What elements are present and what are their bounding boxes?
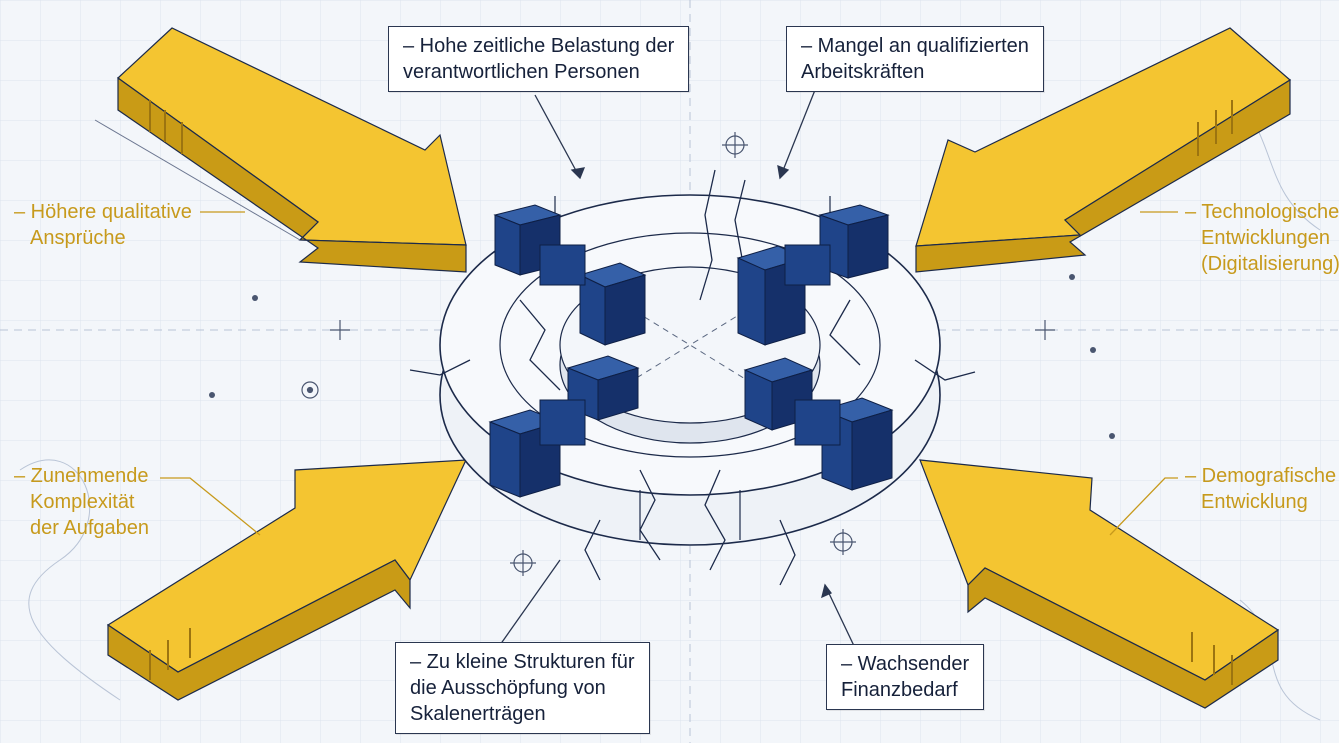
crosshair-icon <box>1035 320 1055 340</box>
label-line: – Hohe zeitliche Belastung der <box>403 35 675 57</box>
connector-lines <box>499 89 856 649</box>
label-line: – Wachsender <box>841 653 970 675</box>
block-cluster-bottom-left <box>488 355 640 498</box>
crosshair-icon <box>301 381 319 399</box>
label-line: – Technologische <box>1185 201 1339 223</box>
label-line: – Höhere qualitative <box>14 201 192 223</box>
label-line: Entwicklung <box>1201 491 1308 513</box>
label-line: – Mangel an qualifizierten <box>801 35 1029 57</box>
arrow-top-right <box>915 27 1292 273</box>
gold-connector-lines <box>160 211 1178 536</box>
label-line: Entwicklungen <box>1201 227 1330 249</box>
label-right-bottom: – Demografische Entwicklung <box>1185 463 1336 515</box>
block-cluster-top-left <box>493 204 647 346</box>
label-line: Komplexität <box>30 491 135 513</box>
crosshair-icon <box>830 529 856 555</box>
label-line: – Demografische <box>1185 465 1337 487</box>
label-box-top-center: – Hohe zeitliche Belastung der verantwor… <box>388 26 690 92</box>
dot-markers <box>209 274 1115 439</box>
label-line: Finanzbedarf <box>841 679 958 701</box>
label-line: – Zunehmende <box>14 465 149 487</box>
crosshair-icon <box>510 550 536 576</box>
label-line: – Zu kleine Strukturen für <box>410 651 635 673</box>
arrow-top-left <box>94 27 467 273</box>
label-box-bottom-center: – Zu kleine Strukturen für die Ausschöpf… <box>395 642 650 734</box>
crosshair-icon <box>330 320 350 340</box>
label-line: verantwortlichen Personen <box>403 61 640 83</box>
label-box-top-right: – Mangel an qualifizierten Arbeitskräfte… <box>786 26 1044 92</box>
label-line: (Digitalisierung) <box>1201 253 1339 275</box>
label-line: der Aufgaben <box>30 517 149 539</box>
label-left-bottom: – Zunehmende Komplexität der Aufgaben <box>14 463 149 541</box>
label-left-top: – Höhere qualitative Ansprüche <box>14 199 192 251</box>
label-right-top: – Technologische Entwicklungen (Digitali… <box>1185 199 1339 277</box>
blue-blocks <box>488 204 894 498</box>
crosshair-markers <box>301 132 1055 576</box>
arrow-bottom-right <box>919 459 1280 709</box>
label-line: Arbeitskräften <box>801 61 925 83</box>
label-line: die Ausschöpfung von <box>410 677 606 699</box>
block-cluster-top-right <box>736 204 890 346</box>
block-cluster-bottom-right <box>743 357 894 491</box>
label-line: Skalenerträgen <box>410 703 546 725</box>
label-line: Ansprüche <box>30 227 126 249</box>
label-box-bottom-right: – Wachsender Finanzbedarf <box>826 644 985 710</box>
arrow-bottom-left <box>106 459 467 701</box>
crosshair-icon <box>722 132 748 158</box>
